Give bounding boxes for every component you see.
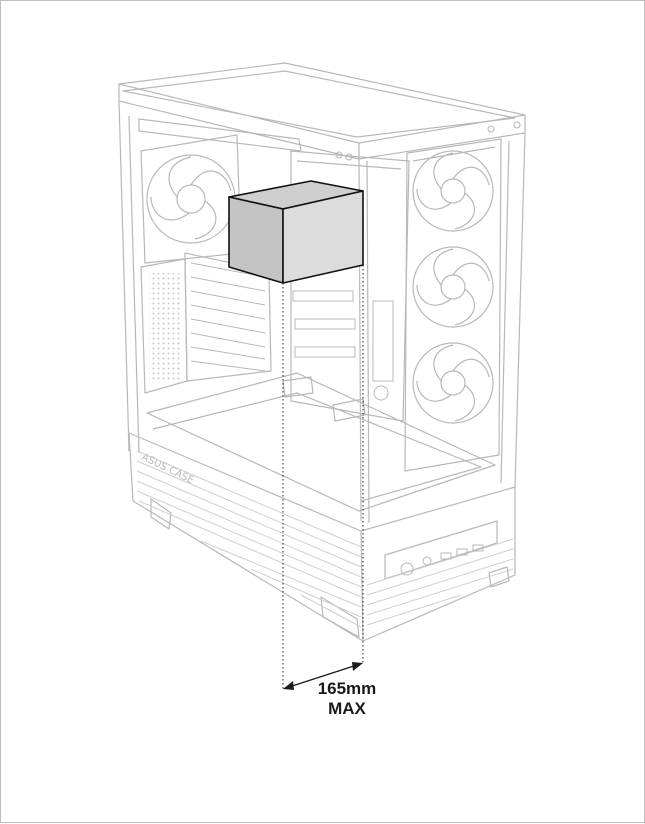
front-fan-bottom-icon [412, 342, 494, 424]
component-block [228, 180, 364, 284]
case-outline [118, 62, 526, 642]
dimension-guides [282, 265, 364, 691]
shroud-grille [136, 450, 514, 628]
dimension-qualifier-label: MAX [328, 699, 366, 718]
dimension-value-label: 165mm [317, 679, 377, 698]
expansion-slots [190, 262, 266, 372]
vent-perforation [149, 273, 181, 383]
front-fan-top-icon [412, 150, 494, 232]
pcie-slots [292, 290, 394, 401]
block-left-face [228, 196, 284, 284]
front-fan-middle-icon [412, 246, 494, 328]
dimension-arrow [283, 662, 363, 690]
rear-fan-icon [146, 154, 236, 244]
screw-holes [335, 121, 521, 576]
